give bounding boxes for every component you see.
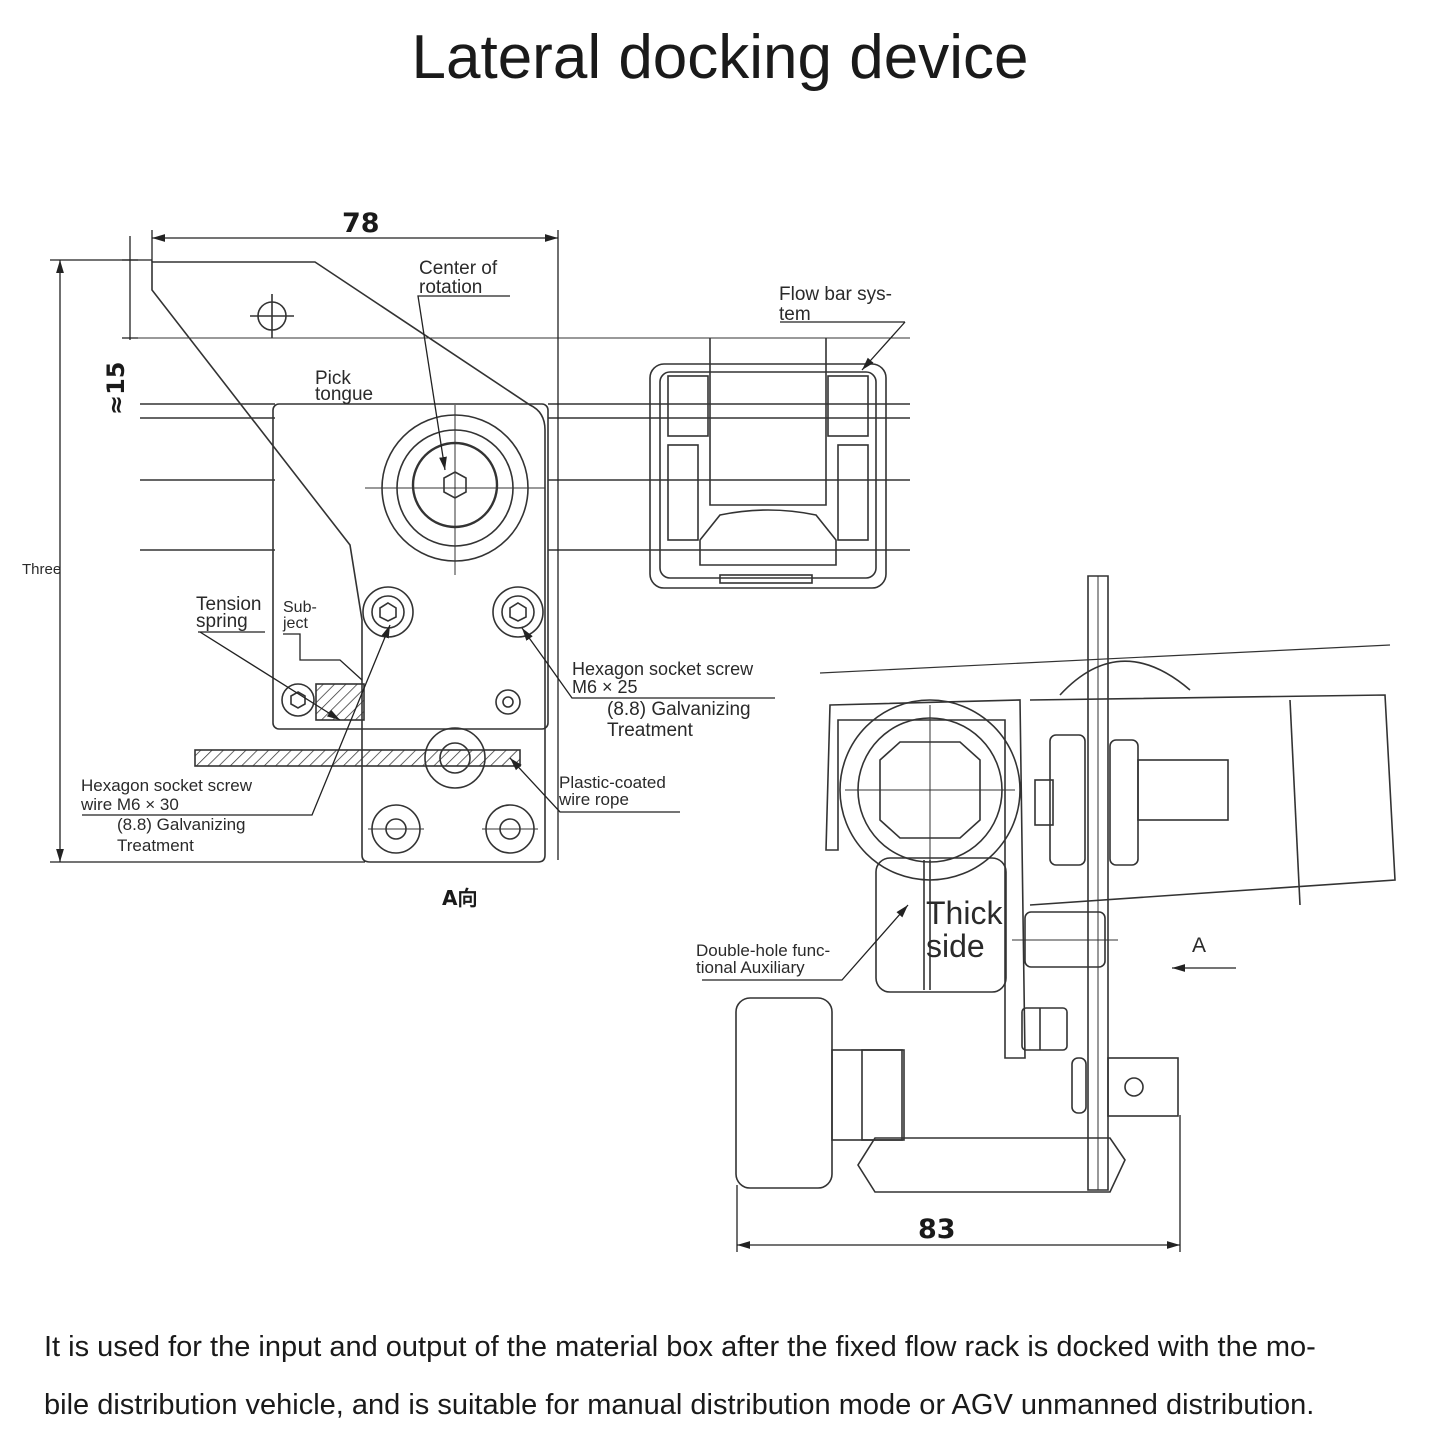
label-wire-rope: Plastic-coated — [559, 773, 666, 792]
description-line-1: It is used for the input and output of t… — [44, 1331, 1316, 1363]
label-wire-rope-2: wire rope — [558, 790, 629, 809]
description-text: It is used for the input and output of t… — [44, 1318, 1404, 1434]
dimension-left-height: Three — [22, 561, 61, 578]
label-hex-screw-m6x30: Hexagon socket screw — [81, 776, 253, 795]
label-subject: Sub- — [283, 599, 317, 616]
dimension-78: 78 — [342, 208, 380, 239]
label-hex-screw-m6x25-2: M6 × 25 — [572, 677, 638, 697]
side-view-a — [135, 261, 910, 863]
flow-bar-section — [649, 338, 887, 589]
label-hex-screw-m6x25: Hexagon socket screw — [572, 659, 754, 679]
dimension-83: 83 — [918, 1214, 956, 1245]
description-line-2: bile distribution vehicle, and is suitab… — [44, 1389, 1315, 1421]
isometric-view — [735, 575, 1396, 1193]
label-galvanizing-1: (8.8) Galvanizing — [607, 699, 751, 720]
label-double-hole-2: tional Auxiliary — [696, 958, 805, 977]
label-thick-side-2: side — [926, 928, 985, 964]
label-flow-bar-2: tem — [779, 304, 811, 325]
label-tension-spring: Tension — [196, 594, 262, 615]
dimension-lines-right — [702, 904, 1236, 1252]
label-hex-screw-m6x30-2: wire M6 × 30 — [80, 795, 179, 814]
label-double-hole: Double-hole func- — [696, 941, 830, 960]
label-tension-spring-2: spring — [196, 611, 248, 632]
view-direction-label: A向 — [442, 886, 477, 910]
technical-drawing: 78 ≈15 Three A向 83 A Center of rotation … — [22, 208, 1396, 1252]
label-thick-side: Thick — [926, 895, 1003, 931]
label-galvanizing-2b: Treatment — [117, 836, 194, 855]
label-pick-tongue-2: tongue — [315, 384, 373, 405]
arrow-a-label: A — [1192, 934, 1206, 957]
label-center-rotation: Center of — [419, 258, 498, 279]
label-galvanizing-1b: Treatment — [607, 720, 694, 741]
label-flow-bar: Flow bar sys- — [779, 284, 892, 305]
label-pick-tongue: Pick — [315, 368, 351, 389]
page-title: Lateral docking device — [411, 23, 1029, 92]
label-subject-2: ject — [282, 615, 308, 632]
dimension-15: ≈15 — [102, 361, 130, 415]
label-galvanizing-2: (8.8) Galvanizing — [117, 815, 246, 834]
dimension-lines-left — [50, 230, 906, 863]
label-center-rotation-2: rotation — [419, 277, 482, 298]
